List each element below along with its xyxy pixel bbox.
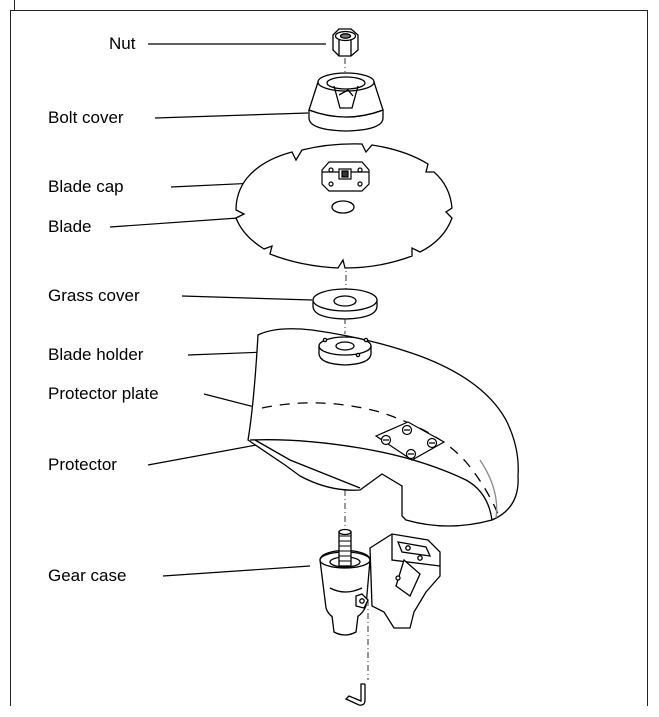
label-protector: Protector (48, 455, 117, 474)
label-gear-case: Gear case (48, 566, 127, 585)
leader-lines (109, 43, 384, 577)
label-protector-plate: Protector plate (48, 384, 159, 403)
protector-leader-line (147, 443, 263, 466)
nut-part (332, 28, 359, 57)
grass-cover-leader-line (181, 295, 313, 301)
bolt-cover-leader-line (154, 112, 309, 119)
hex-wrench-part (344, 682, 369, 706)
label-bolt-cover: Bolt cover (48, 108, 124, 127)
label-nut: Nut (109, 34, 136, 53)
gear-case-part (319, 528, 441, 636)
label-blade: Blade (48, 217, 92, 236)
blade-holder-part (318, 336, 372, 366)
protector-part (247, 328, 519, 527)
bolt-cover-part (308, 72, 384, 132)
frame-edge (14, 0, 15, 10)
label-blade-holder: Blade holder (48, 345, 144, 364)
gear-case-leader-line (162, 565, 311, 577)
grass-cover-part (312, 288, 378, 320)
blade-part (235, 143, 453, 269)
blade-leader-line (109, 217, 239, 228)
blade-cap-part (321, 161, 370, 192)
label-blade-cap: Blade cap (48, 177, 124, 196)
figure-frame (10, 10, 648, 706)
protector-plate-part (374, 421, 446, 461)
label-grass-cover: Grass cover (48, 286, 140, 305)
